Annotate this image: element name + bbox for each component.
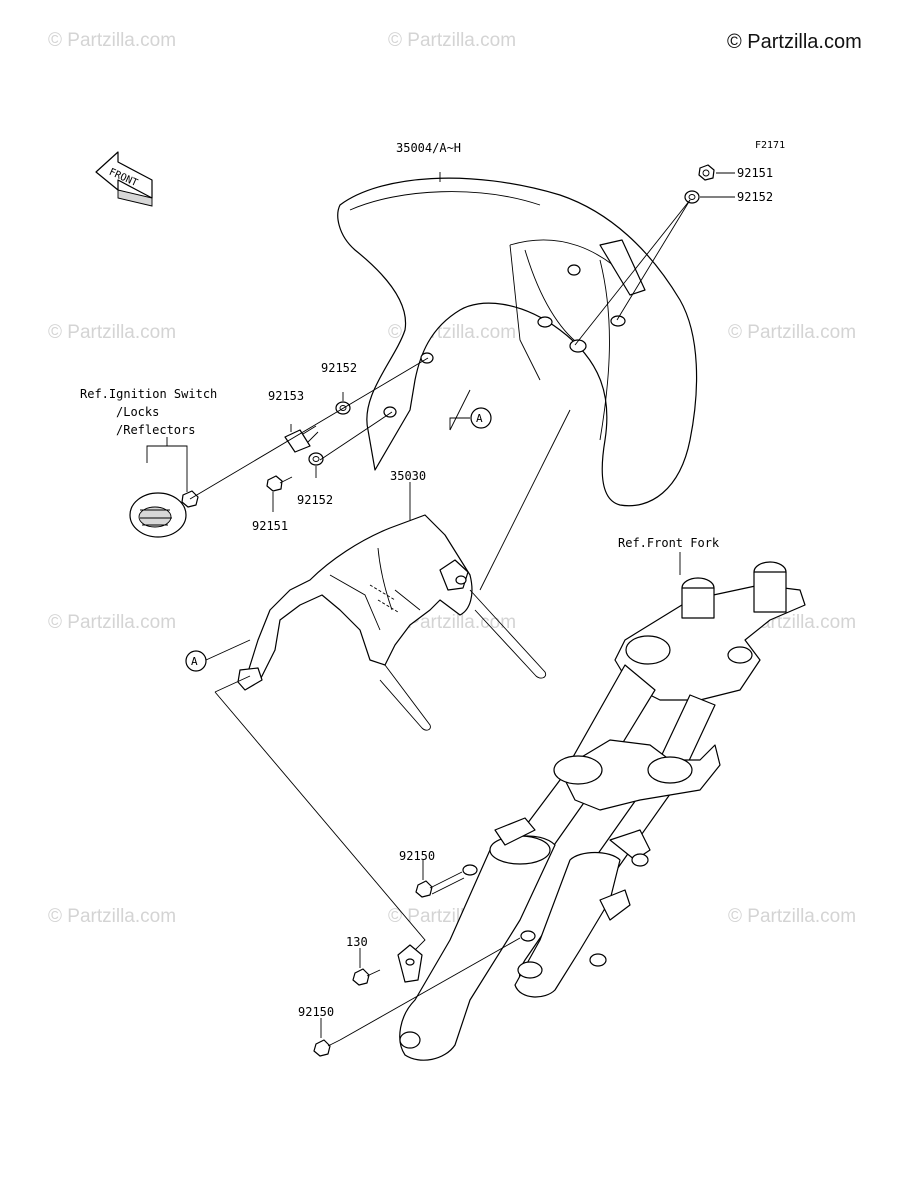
- bolt-92151-top: [698, 164, 715, 181]
- callout-a-lower: A: [185, 650, 207, 672]
- label-92150-lower: 92150: [298, 1005, 334, 1019]
- svg-text:A: A: [476, 412, 483, 425]
- label-ref-ignition: Ref.Ignition Switch: [80, 387, 217, 401]
- fender-bracket: [237, 514, 547, 731]
- bolt-130: [352, 968, 381, 986]
- reflector: [129, 490, 199, 538]
- leader-line: [339, 937, 521, 1041]
- label-ref-locks: /Locks: [116, 405, 159, 419]
- leader-line: [319, 411, 393, 461]
- label-130: 130: [346, 935, 368, 949]
- label-ref-reflectors: /Reflectors: [116, 423, 195, 437]
- label-35030: 35030: [390, 469, 426, 483]
- svg-text:A: A: [191, 655, 198, 668]
- figure-code: F2171: [755, 140, 785, 151]
- label-92151-top: 92151: [737, 166, 773, 180]
- label-92152-top: 92152: [737, 190, 773, 204]
- washer-fork: [520, 930, 536, 942]
- washer-92152-top: [684, 190, 700, 204]
- bolt-92150-lower: [313, 1039, 341, 1057]
- watermark: © Partzilla.com: [48, 612, 176, 633]
- leader-line: [146, 445, 188, 492]
- label-92152-mid: 92152: [321, 361, 357, 375]
- copyright-text: © Partzilla.com: [727, 31, 862, 53]
- bolt-92151-low: [266, 475, 293, 492]
- front-fork: [397, 561, 806, 1061]
- leader-line: [479, 409, 571, 591]
- label-ref-front-fork: Ref.Front Fork: [618, 536, 720, 550]
- bolt-92150-upper: [415, 871, 465, 898]
- watermark: © Partzilla.com: [48, 906, 176, 927]
- label-35004: 35004/A~H: [396, 141, 461, 155]
- label-92150-upper: 92150: [399, 849, 435, 863]
- leader-line: [214, 675, 251, 693]
- leader-line: [616, 199, 691, 321]
- watermark: © Partzilla.com: [388, 30, 516, 51]
- label-92152-low: 92152: [297, 493, 333, 507]
- leader-line: [449, 389, 471, 431]
- label-92151-low: 92151: [252, 519, 288, 533]
- watermark: © Partzilla.com: [48, 322, 176, 343]
- leader-line: [574, 199, 691, 346]
- washer-92152-low: [308, 452, 324, 466]
- watermark: © Partzilla.com: [728, 322, 856, 343]
- front-arrow-icon: FRONT: [95, 151, 153, 207]
- leader-line: [449, 417, 470, 430]
- leader-line: [205, 639, 251, 661]
- washer-fork: [462, 864, 478, 876]
- front-fender: [337, 177, 698, 507]
- watermarks: © Partzilla.com © Partzilla.com © Partzi…: [48, 30, 856, 927]
- collar-92153: [284, 425, 319, 453]
- leader-line: [189, 357, 429, 500]
- callout-a-upper: A: [470, 407, 492, 429]
- label-92153: 92153: [268, 389, 304, 403]
- watermark: © Partzilla.com: [728, 906, 856, 927]
- watermark: © Partzilla.com: [48, 30, 176, 51]
